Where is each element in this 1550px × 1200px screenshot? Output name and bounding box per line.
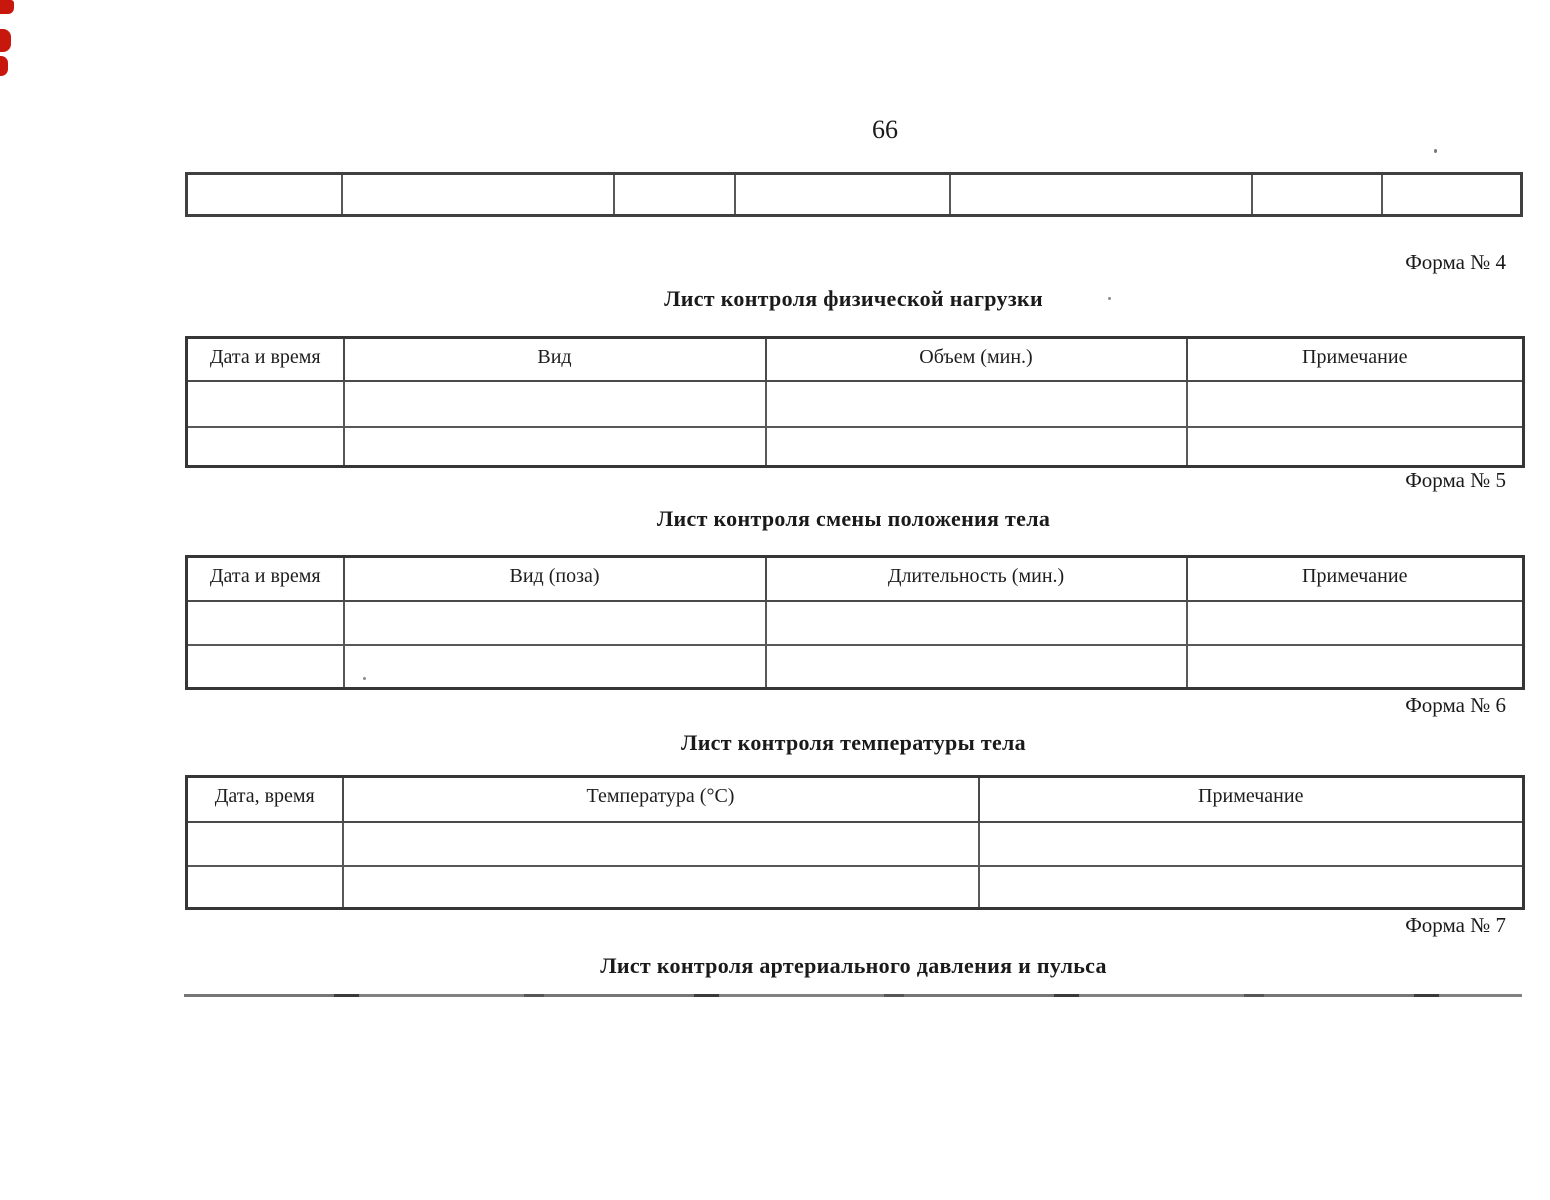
table-row	[185, 599, 1525, 646]
table-row	[185, 864, 1525, 910]
table-cell-empty	[612, 172, 736, 217]
table-cell-empty	[764, 643, 1188, 690]
form-4-table: Дата и время Вид Объем (мин.) Примечание	[185, 336, 1525, 468]
table-cell-empty	[1250, 172, 1383, 217]
form-4-title: Лист контроля физической нагрузки	[664, 286, 1043, 311]
table-row	[185, 172, 1523, 217]
scan-artifact-red-2	[0, 29, 11, 52]
table-cell-empty	[1380, 172, 1523, 217]
form-5-table: Дата и время Вид (поза) Длительность (ми…	[185, 555, 1525, 690]
table-cell-empty	[185, 599, 345, 646]
table-cell-empty	[1185, 379, 1525, 428]
table-cell-empty	[733, 172, 951, 217]
table-header-row: Дата и время Вид (поза) Длительность (ми…	[185, 555, 1525, 602]
form-6-table: Дата, время Температура (°C) Примечание	[185, 775, 1525, 910]
column-header: Вид (поза)	[342, 555, 767, 602]
form-6-label: Форма № 6	[1405, 693, 1506, 717]
table-row	[185, 643, 1525, 690]
table-cell-empty	[185, 864, 344, 910]
table-cell-empty	[977, 820, 1525, 867]
table-cell-empty	[764, 599, 1188, 646]
table-cell-empty	[948, 172, 1253, 217]
column-header: Примечание	[977, 775, 1525, 823]
table-row	[185, 379, 1525, 428]
form-4-label: Форма № 4	[1405, 250, 1506, 274]
column-header: Дата, время	[185, 775, 344, 823]
table-cell-empty	[340, 172, 615, 217]
page-number: 66	[872, 115, 898, 144]
table-row	[185, 425, 1525, 468]
table-row	[185, 820, 1525, 867]
table-cell-empty	[764, 425, 1188, 468]
table-header-row: Дата, время Температура (°C) Примечание	[185, 775, 1525, 823]
table-cell-empty	[342, 599, 767, 646]
form-7-title: Лист контроля артериального давления и п…	[600, 953, 1107, 978]
scan-speck	[363, 677, 366, 680]
table-cell-empty	[341, 864, 980, 910]
form-6-title: Лист контроля температуры тела	[681, 730, 1026, 755]
table-cell-empty	[1185, 425, 1525, 468]
table-cell-empty	[764, 379, 1188, 428]
column-header: Примечание	[1185, 555, 1525, 602]
table-cell-empty	[185, 379, 345, 428]
form-5-title: Лист контроля смены положения тела	[656, 506, 1051, 531]
table-cell-empty	[977, 864, 1525, 910]
column-header: Объем (мин.)	[764, 336, 1188, 382]
column-header: Дата и время	[185, 555, 345, 602]
table-cell-empty	[342, 379, 767, 428]
column-header: Примечание	[1185, 336, 1525, 382]
column-header: Вид	[342, 336, 767, 382]
table-cell-empty	[185, 172, 343, 217]
table-cell-empty	[341, 820, 980, 867]
table-cell-empty	[1185, 643, 1525, 690]
table-header-row: Дата и время Вид Объем (мин.) Примечание	[185, 336, 1525, 382]
carryover-table	[185, 172, 1523, 217]
scan-artifact-red-1	[0, 0, 14, 14]
table-cell-empty	[185, 643, 345, 690]
scan-speck	[1108, 297, 1111, 300]
form-7-label: Форма № 7	[1405, 913, 1506, 937]
table-cell-empty	[342, 643, 767, 690]
table-cell-empty	[342, 425, 767, 468]
scan-speck	[1434, 149, 1437, 153]
column-header: Длительность (мин.)	[764, 555, 1188, 602]
table-cell-empty	[1185, 599, 1525, 646]
form-5-label: Форма № 5	[1405, 468, 1506, 492]
column-header: Дата и время	[185, 336, 345, 382]
scan-artifact-red-3	[0, 56, 8, 76]
table-cell-empty	[185, 425, 345, 468]
column-header: Температура (°C)	[341, 775, 980, 823]
form-7-table-top-border	[184, 994, 1522, 997]
table-cell-empty	[185, 820, 344, 867]
